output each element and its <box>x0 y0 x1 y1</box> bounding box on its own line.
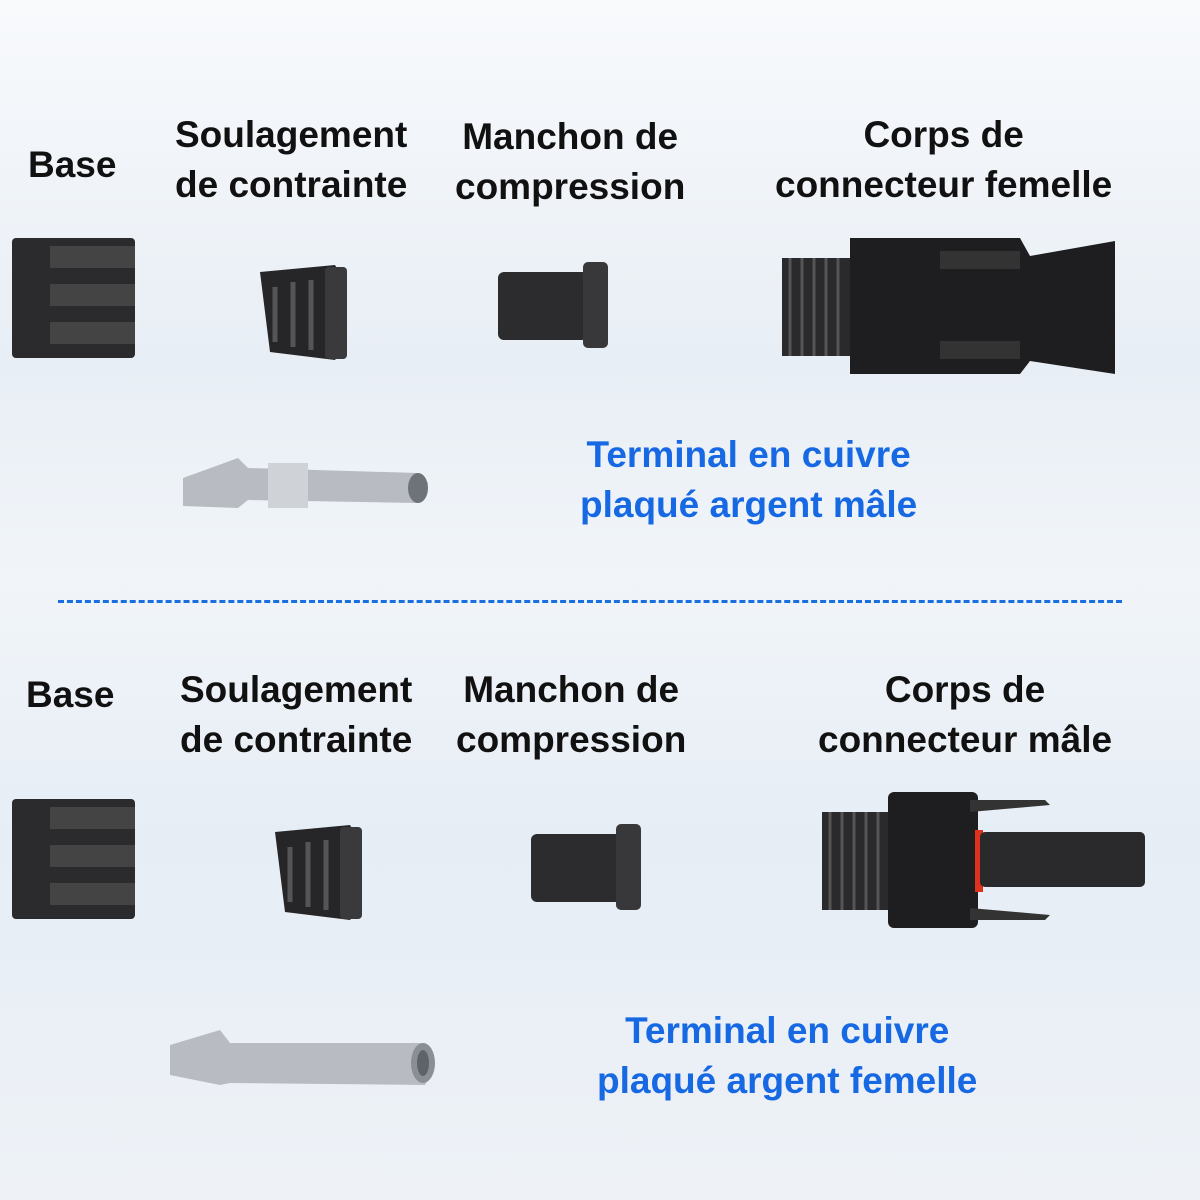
line: de contrainte <box>180 719 413 760</box>
bottom-compression-sleeve-part <box>531 824 641 910</box>
top-terminal-label: Terminal en cuivre plaqué argent mâle <box>580 430 917 530</box>
line: plaqué argent mâle <box>580 484 918 525</box>
bottom-strain-relief-part <box>275 825 362 920</box>
top-compression-sleeve-label: Manchon de compression <box>455 112 685 212</box>
line: Corps de <box>884 669 1046 710</box>
bottom-base-part <box>12 799 135 919</box>
top-base-part <box>12 238 135 358</box>
line: Terminal en cuivre <box>586 434 911 475</box>
line: compression <box>456 719 687 760</box>
bottom-base-label: Base <box>26 674 115 715</box>
bottom-male-body-part <box>822 792 1145 928</box>
bottom-compression-sleeve-label: Manchon de compression <box>456 665 686 765</box>
line: Terminal en cuivre <box>625 1010 950 1051</box>
line: Corps de <box>863 114 1024 155</box>
bottom-terminal-label: Terminal en cuivre plaqué argent femelle <box>597 1006 977 1106</box>
line: compression <box>455 166 686 207</box>
line: Manchon de <box>462 116 679 157</box>
top-male-terminal-part <box>183 458 428 508</box>
line: de contrainte <box>175 164 408 205</box>
bottom-female-terminal-part <box>170 1030 435 1085</box>
bottom-body-label: Corps de connecteur mâle <box>818 665 1112 765</box>
top-base-label: Base <box>28 144 117 185</box>
top-strain-relief-label: Soulagement de contrainte <box>175 110 407 210</box>
top-compression-sleeve-part <box>498 262 608 348</box>
line: connecteur femelle <box>775 164 1113 205</box>
line: Manchon de <box>463 669 680 710</box>
top-strain-relief-part <box>260 265 347 360</box>
line: plaqué argent femelle <box>597 1060 978 1101</box>
bottom-strain-relief-label: Soulagement de contrainte <box>180 665 412 765</box>
line: Soulagement <box>180 669 413 710</box>
line: connecteur mâle <box>818 719 1113 760</box>
top-body-label: Corps de connecteur femelle <box>775 110 1112 210</box>
top-female-body-part <box>782 238 1115 374</box>
line: Soulagement <box>175 114 408 155</box>
section-divider <box>58 600 1122 603</box>
